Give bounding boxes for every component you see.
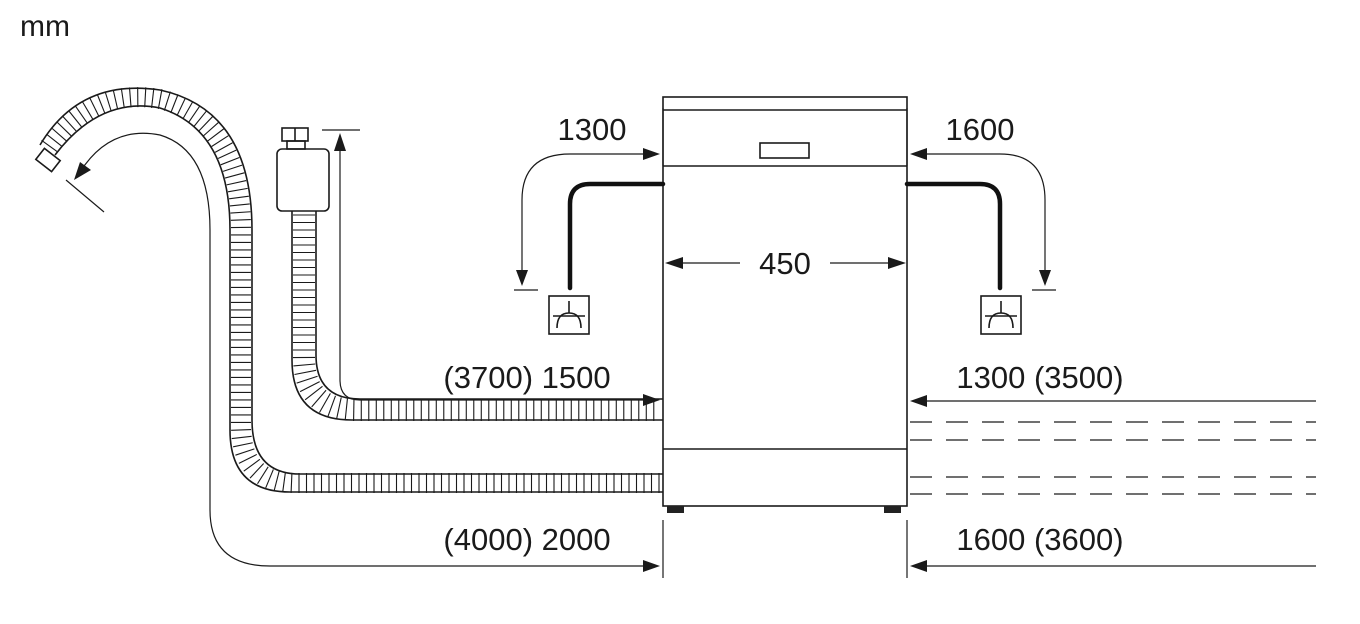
- hose-rib: [120, 88, 125, 109]
- hose-rib: [214, 142, 233, 153]
- hose-rib: [217, 149, 237, 159]
- hose-rib: [224, 172, 245, 179]
- hose-rib: [243, 458, 261, 472]
- hose-rib: [296, 375, 318, 384]
- hose-rib: [226, 180, 247, 186]
- hose-rib: [327, 395, 337, 417]
- hose-rib: [231, 428, 252, 431]
- hose-rib: [104, 91, 112, 112]
- hose-rib: [229, 203, 250, 207]
- hose-rib: [41, 139, 59, 153]
- hose-rib: [230, 211, 251, 214]
- width-dimension: 450: [665, 246, 906, 281]
- drain-hose-right-label: 1600 (3600): [956, 522, 1123, 557]
- hose-rib: [311, 389, 327, 408]
- hose-rib: [170, 94, 179, 114]
- hose-rib: [344, 398, 348, 421]
- right-cord-dimension: 1600: [906, 108, 1056, 291]
- inlet-hose-left-label: (3700) 1500: [443, 360, 610, 395]
- hose-rib: [231, 435, 252, 440]
- hose-rib: [82, 101, 94, 120]
- left-socket-icon: [548, 295, 590, 335]
- hose-rib: [56, 121, 72, 137]
- hose-rib: [176, 97, 187, 116]
- hose-rib: [211, 135, 229, 147]
- right-socket-icon: [980, 295, 1022, 335]
- right-foot: [884, 506, 901, 513]
- dishwasher-front: [662, 96, 908, 513]
- hose-rib: [51, 127, 67, 142]
- drain-hose-ribs: [41, 87, 660, 494]
- hose-rib: [235, 448, 255, 456]
- hose-rib: [257, 466, 269, 485]
- hose-rib: [193, 110, 207, 127]
- hose-rib: [304, 385, 323, 401]
- unit-label: mm: [20, 10, 70, 43]
- hose-rib: [273, 471, 280, 491]
- hose-rib: [290, 472, 293, 493]
- hose-rib: [151, 87, 155, 108]
- right-hose-routing: 1300 (3500) 1600 (3600): [906, 360, 1316, 578]
- drain-hose-end-icon: [34, 147, 62, 173]
- left-foot: [667, 506, 684, 513]
- hose-rib: [75, 105, 88, 124]
- hose-rib: [144, 87, 147, 108]
- right-power-cord: [904, 181, 1022, 335]
- hose-rib: [238, 453, 258, 464]
- hose-rib: [336, 397, 342, 420]
- hose-rib: [46, 133, 63, 147]
- hose-rib: [220, 157, 240, 166]
- hose-rib: [249, 463, 265, 479]
- aquastop-valve-icon: [276, 148, 330, 212]
- hose-rib: [282, 472, 286, 493]
- hose-rib: [229, 195, 249, 200]
- hose-rib: [89, 97, 100, 117]
- hose-rib: [182, 101, 194, 120]
- hose-rib: [198, 116, 214, 132]
- inlet-hose-dimension: (3700) 1500: [322, 129, 660, 406]
- hose-rib: [96, 94, 106, 114]
- drain-hose: [34, 87, 663, 493]
- hose-rib: [265, 469, 274, 489]
- hose-rib: [128, 87, 132, 108]
- left-cord-label: 1300: [558, 112, 627, 147]
- hose-rib: [227, 187, 248, 193]
- hose-rib: [163, 91, 171, 111]
- hose-rib: [222, 164, 243, 172]
- inlet-hose-right-label: 1300 (3500): [956, 360, 1123, 395]
- hose-rib: [293, 363, 316, 367]
- drain-hose-left-label: (4000) 2000: [443, 522, 610, 557]
- control-display: [759, 142, 810, 159]
- inlet-hose-ribs: [292, 214, 655, 421]
- drain-hose-dimension: (4000) 2000: [65, 132, 664, 578]
- left-cord-dimension: 1300: [514, 108, 664, 291]
- left-power-cord: [548, 181, 666, 335]
- hose-rib: [233, 442, 253, 448]
- hose-rib: [230, 218, 251, 221]
- hose-rib: [157, 89, 163, 109]
- hose-rib: [112, 89, 119, 110]
- inlet-hose: [276, 127, 663, 421]
- hose-rib: [319, 393, 331, 413]
- appliance-width-label: 450: [759, 246, 811, 281]
- hose-rib: [294, 369, 317, 376]
- hose-rib: [62, 116, 77, 132]
- hose-rib: [299, 381, 320, 393]
- hose-rib: [188, 105, 201, 123]
- right-cord-label: 1600: [946, 112, 1015, 147]
- hose-rib: [68, 110, 82, 128]
- hose-rib: [207, 128, 225, 142]
- hose-rib: [203, 122, 219, 137]
